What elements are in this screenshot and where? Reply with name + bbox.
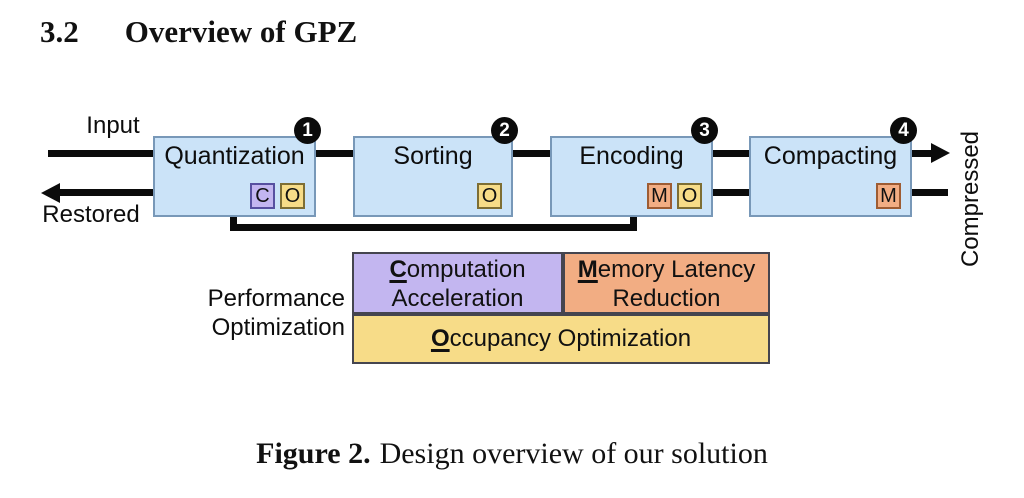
optimization-line: Optimization — [211, 314, 345, 341]
stage-encoding: Encoding 3 M O — [550, 117, 718, 217]
step-4-badge: 4 — [890, 117, 917, 144]
lower-connector-encoding-compacting — [713, 189, 749, 196]
badge-group: M O — [647, 183, 702, 209]
step-2-badge: 2 — [491, 117, 518, 144]
occupancy-initial: O — [430, 325, 450, 352]
restored-label: Restored — [42, 201, 140, 228]
connector-sorting-encoding — [513, 150, 550, 157]
performance-line: Performance — [207, 285, 345, 312]
computation-line2: Acceleration — [391, 285, 524, 312]
restored-arrowhead-icon — [41, 183, 60, 203]
caption-label: Figure 2. — [256, 437, 371, 470]
section-title: Overview of GPZ — [124, 14, 358, 49]
stage-sorting: Sorting 2 O — [353, 117, 518, 217]
memory-initial: M — [577, 256, 598, 283]
performance-optimization-label: Performance Optimization — [175, 284, 345, 342]
step-3-badge: 3 — [691, 117, 718, 144]
computation-rest: omputation — [406, 256, 526, 283]
memory-rest: emory Latency — [597, 256, 756, 283]
computation-initial: C — [389, 256, 407, 283]
stage-compacting: Compacting 4 M — [749, 117, 917, 217]
memory-badge: M — [647, 183, 672, 209]
input-label: Input — [86, 112, 140, 139]
section-heading: 3.2 Overview of GPZ — [40, 14, 357, 50]
computation-badge: C — [250, 183, 275, 209]
stage-quantization: Quantization 1 C O — [153, 117, 321, 217]
occupancy-badge: O — [280, 183, 305, 209]
feedback-loop-line — [230, 217, 637, 231]
occupancy-badge: O — [677, 183, 702, 209]
figure-caption: Figure 2.Design overview of our solution — [0, 437, 1024, 471]
stage-name: Quantization — [164, 142, 305, 170]
lower-compressed-out-line — [912, 189, 948, 196]
input-line — [48, 150, 153, 157]
badge-group: M — [876, 183, 901, 209]
compressed-label: Compressed — [957, 130, 984, 268]
memory-line2: Reduction — [612, 285, 721, 312]
memory-badge: M — [876, 183, 901, 209]
compressed-arrowhead-icon — [931, 143, 950, 163]
section-number: 3.2 — [40, 14, 79, 49]
compressed-out-line — [912, 150, 933, 157]
occupancy-rest: ccupancy Optimization — [449, 325, 692, 352]
caption-text: Design overview of our solution — [379, 437, 768, 470]
stage-name: Compacting — [763, 142, 898, 170]
stage-name: Encoding — [579, 142, 684, 170]
legend-computation-acceleration: Computation Acceleration — [352, 252, 563, 314]
connector-quantization-sorting — [316, 150, 353, 157]
badge-group: C O — [250, 183, 305, 209]
stage-name: Sorting — [393, 142, 473, 170]
occupancy-badge: O — [477, 183, 502, 209]
connector-encoding-compacting — [713, 150, 749, 157]
restored-line — [58, 189, 153, 196]
legend-memory-latency-reduction: Memory Latency Reduction — [563, 252, 770, 314]
legend-occupancy-optimization: Occupancy Optimization — [352, 314, 770, 364]
badge-group: O — [477, 183, 502, 209]
step-1-badge: 1 — [294, 117, 321, 144]
